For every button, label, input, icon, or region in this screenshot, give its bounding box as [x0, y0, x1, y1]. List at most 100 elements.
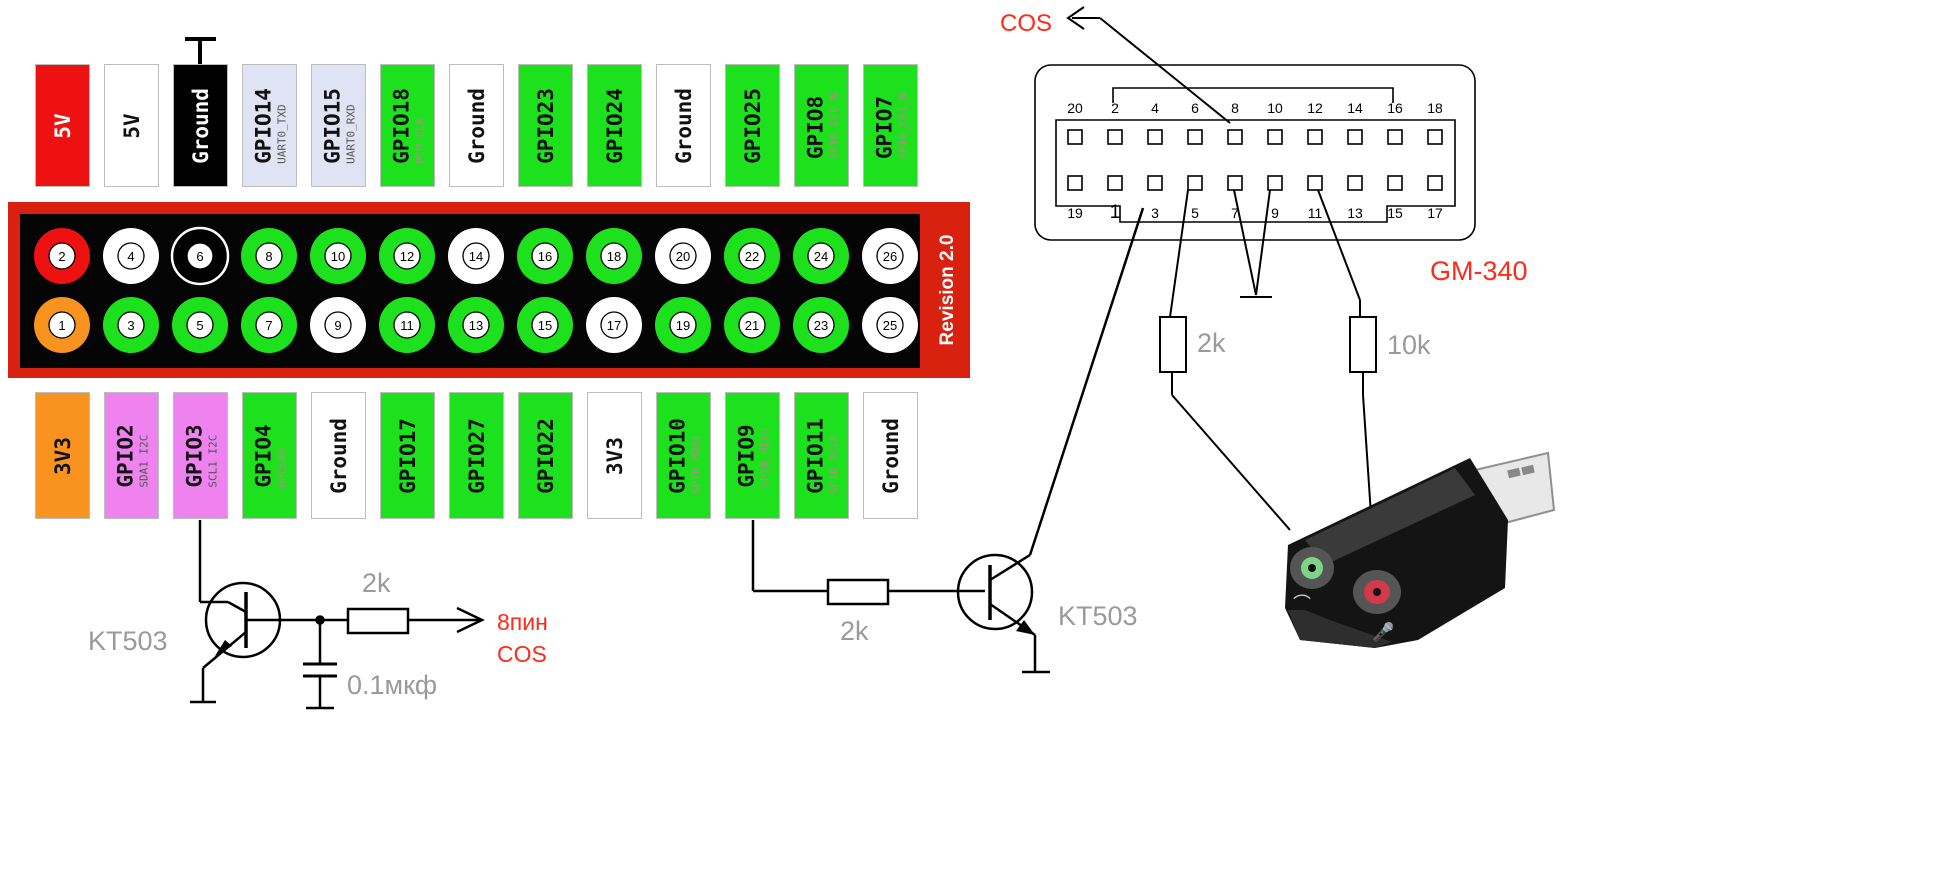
bottom-label-9: 3V3 [587, 392, 642, 519]
bottom-label-1: 3V3 [35, 392, 90, 519]
top-label-1: 5V [35, 64, 90, 187]
top-pin-10: 10 [310, 228, 366, 284]
pin-number: 12 [400, 249, 414, 264]
pin-function-subtitle: SPI0_CE1_N [896, 92, 909, 159]
pin-number: 7 [265, 318, 272, 333]
pin-number: 13 [469, 318, 483, 333]
pin-function-name: GPIO14 [251, 87, 275, 164]
pin-function-name: Ground [464, 87, 489, 164]
bottom-pin-19: 19 [655, 297, 711, 353]
connector-pin-number: 19 [1067, 205, 1083, 221]
bottom-pin-5: 5 [172, 297, 228, 353]
connector-pin-number: 20 [1067, 100, 1083, 116]
pin-number: 2 [58, 249, 65, 264]
connector-pad [1427, 175, 1443, 191]
top-label-2: 5V [104, 64, 159, 187]
pin-function-name: GPIO25 [740, 87, 765, 164]
svg-text:🎤: 🎤 [1372, 621, 1394, 642]
pin-number: 11 [400, 318, 414, 333]
pin-function-name: GPIO7 [872, 95, 896, 159]
bottom-pin-7: 7 [241, 297, 297, 353]
bottom-pin-25: 25 [862, 297, 918, 353]
connector-pad [1147, 175, 1163, 191]
pin-function-subtitle: SPI0_SCLK [827, 433, 840, 494]
top-label-10: Ground [656, 64, 711, 187]
connector-pin-number: 1 [1110, 202, 1121, 223]
connector-name: GM-340 [1430, 256, 1528, 286]
revision-label: Revision 2.0 [937, 235, 958, 346]
connector-pad [1187, 175, 1203, 191]
top-pin-6: 6 [170, 226, 230, 286]
pin-function-name: Ground [878, 417, 903, 494]
connector-pad [1067, 175, 1083, 191]
pin-function-name: GPIO24 [602, 87, 627, 164]
connector-pad [1427, 129, 1443, 145]
connector-pin-number: 15 [1387, 205, 1403, 221]
pin-number: 3 [127, 318, 134, 333]
pin-function-name: 5V [50, 112, 75, 139]
connector-pin-number: 11 [1308, 205, 1323, 221]
bottom-pin-11: 11 [379, 297, 435, 353]
connector-pad [1267, 175, 1283, 191]
pin-function-subtitle: SPI0_MOSI [689, 433, 702, 494]
pin-function-name: GPIO3 [182, 423, 206, 488]
bottom-label-13: Ground [863, 392, 918, 519]
connector-pad [1387, 175, 1403, 191]
pin-function-subtitle: UART0_RXD [344, 103, 357, 164]
connector-pin-number: 12 [1307, 100, 1323, 116]
resistor-10k-symbol [1349, 316, 1377, 373]
top-label-8: GPIO23 [518, 64, 573, 187]
pin-function-name: Ground [188, 87, 213, 164]
top-pin-20: 20 [655, 228, 711, 284]
connector-pad [1067, 129, 1083, 145]
pin-number: 21 [745, 318, 759, 333]
ground-symbol-top [198, 37, 202, 64]
right-resistor-label: 2k [840, 616, 869, 646]
capacitor-label: 0.1мкф [347, 670, 437, 700]
left-resistor-symbol [346, 607, 410, 635]
pin-function-name: GPIO2 [113, 423, 137, 488]
top-pin-4: 4 [103, 228, 159, 284]
svg-text:⌒: ⌒ [1293, 594, 1311, 614]
pin-number: 1 [58, 318, 65, 333]
connector-pad [1347, 175, 1363, 191]
pin-function-subtitle: SCL1 I2C [206, 434, 219, 488]
pin-number: 26 [883, 249, 897, 264]
bottom-label-8: GPIO22 [518, 392, 573, 519]
pin-function-name: GPIO15 [320, 87, 344, 164]
pin-number: 9 [334, 318, 341, 333]
connector-pin-number: 10 [1267, 100, 1283, 116]
pin-function-subtitle: UART0_TXD [275, 103, 288, 164]
pin-number: 18 [607, 249, 621, 264]
top-label-7: Ground [449, 64, 504, 187]
connector-pin-number: 18 [1427, 100, 1443, 116]
pin-number: 6 [196, 249, 203, 264]
connector-pad [1147, 129, 1163, 145]
pin-function-name: GPIO9 [734, 423, 758, 488]
right-resistor-symbol [826, 578, 890, 606]
pin-function-name: GPIO17 [395, 417, 420, 494]
pin-number: 24 [814, 249, 828, 264]
connector-pad [1187, 129, 1203, 145]
pin-number: 10 [331, 249, 345, 264]
pin-function-name: Ground [326, 417, 351, 494]
connector-pin-number: 4 [1151, 100, 1159, 116]
left-resistor-label: 2k [362, 568, 391, 598]
pin-number: 19 [676, 318, 690, 333]
top-pin-24: 24 [793, 228, 849, 284]
gm340-connector [1034, 64, 1476, 241]
top-label-9: GPIO24 [587, 64, 642, 187]
top-pin-22: 22 [724, 228, 780, 284]
connector-pin-number: 5 [1191, 205, 1199, 221]
pin-function-name: GPIO27 [464, 417, 489, 494]
connector-pad [1267, 129, 1283, 145]
top-pin-12: 12 [379, 228, 435, 284]
connector-pad [1227, 175, 1243, 191]
connector-pin-number: 17 [1427, 205, 1443, 221]
